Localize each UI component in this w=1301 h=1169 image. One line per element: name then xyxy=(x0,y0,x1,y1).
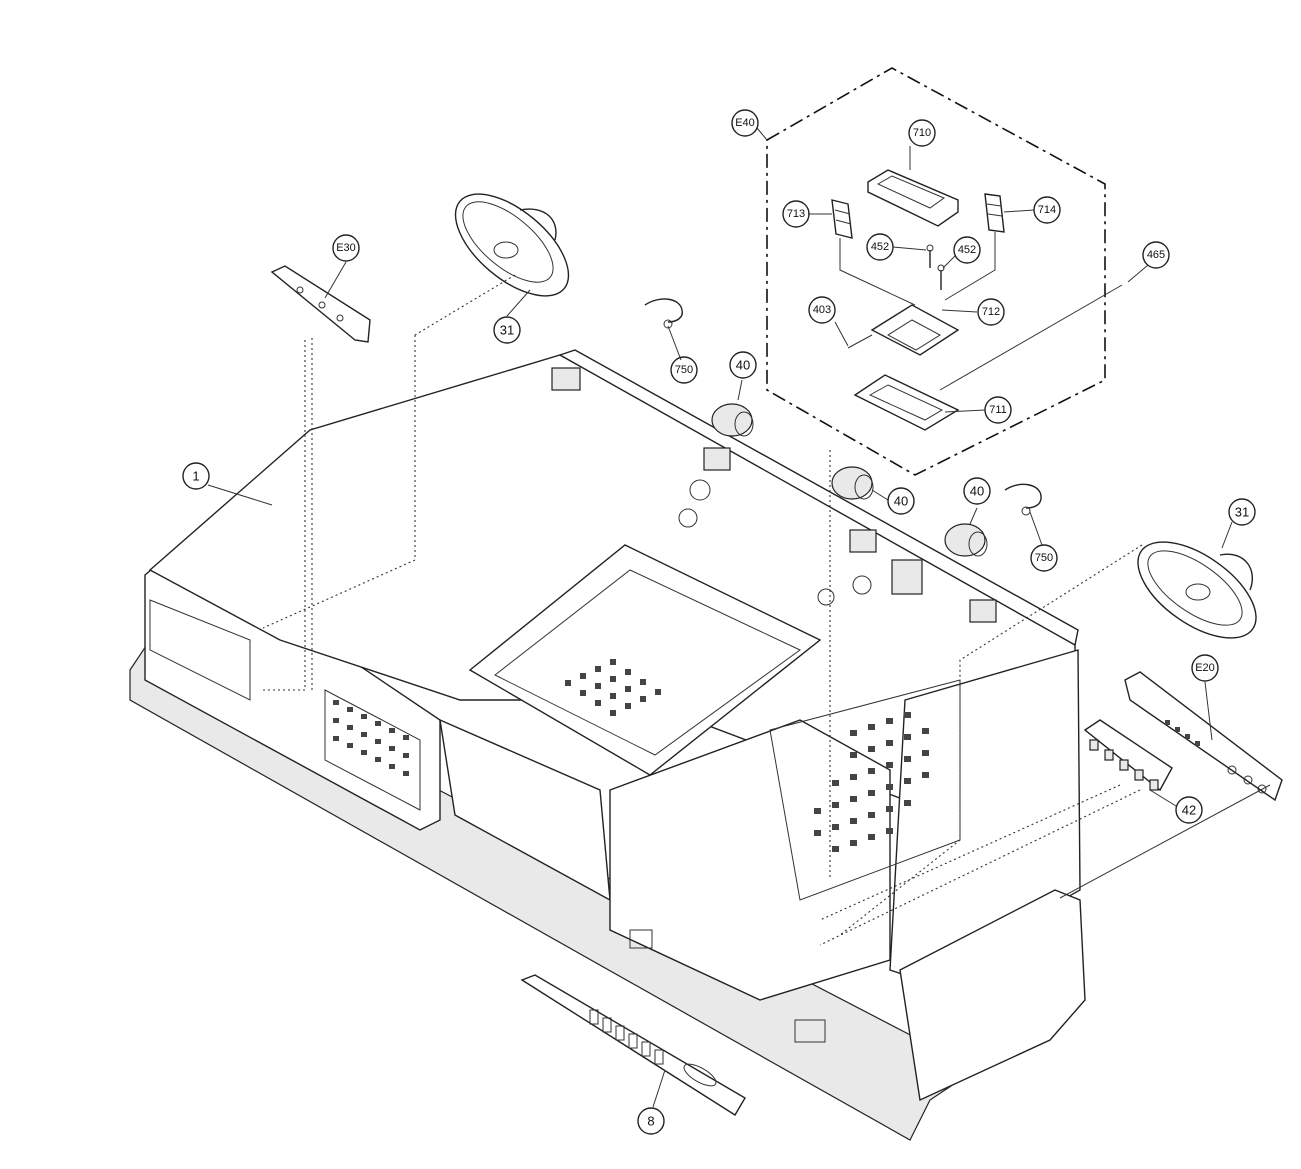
callout-31-left: 31 xyxy=(493,316,521,344)
callout-31-right: 31 xyxy=(1228,498,1256,526)
callout-label: 40 xyxy=(894,494,908,509)
speaker-right xyxy=(1137,541,1257,639)
callout-710: 710 xyxy=(908,119,936,147)
right-vent-holes xyxy=(814,712,929,852)
callout-42: 42 xyxy=(1175,796,1203,824)
callout-465: 465 xyxy=(1142,241,1170,269)
callout-750-b: 750 xyxy=(1030,544,1058,572)
left-vent-holes xyxy=(333,700,409,776)
callout-711: 711 xyxy=(984,396,1012,424)
callout-label: 8 xyxy=(647,1114,654,1129)
callout-1: 1 xyxy=(182,462,210,490)
projection-lines xyxy=(260,274,1271,946)
knob-40-c xyxy=(944,523,988,557)
callout-712: 712 xyxy=(977,298,1005,326)
callout-403: 403 xyxy=(808,296,836,324)
callout-label: 750 xyxy=(675,364,693,376)
tray-grid-holes xyxy=(565,659,661,716)
callout-452-b: 452 xyxy=(953,236,981,264)
left-vent-grill xyxy=(149,599,421,811)
callout-40-b: 40 xyxy=(887,487,915,515)
callout-E20: E20 xyxy=(1191,654,1219,682)
callout-label: 42 xyxy=(1182,803,1196,818)
callout-label: 710 xyxy=(913,127,931,139)
clip-750-b xyxy=(1004,483,1042,516)
callout-label: 40 xyxy=(736,358,750,373)
callout-label: 711 xyxy=(989,404,1007,416)
front-escutcheon-8 xyxy=(520,974,746,1116)
module-e40 xyxy=(766,67,1123,476)
callout-label: E40 xyxy=(735,117,755,129)
callout-40-c: 40 xyxy=(963,477,991,505)
callout-40-a: 40 xyxy=(729,351,757,379)
callout-label: 31 xyxy=(500,323,514,338)
callout-label: 452 xyxy=(958,244,976,256)
callout-label: 40 xyxy=(970,484,984,499)
leader-lines xyxy=(207,127,1233,1108)
callout-label: E30 xyxy=(336,242,356,254)
callout-E40: E40 xyxy=(731,109,759,137)
knob-40-a xyxy=(711,403,754,437)
button-assembly-42 xyxy=(1083,719,1173,792)
cabinet-body xyxy=(129,349,1086,1141)
bracket-e30 xyxy=(270,265,371,343)
callout-E30: E30 xyxy=(332,234,360,262)
speaker-left xyxy=(454,193,570,297)
callout-label: 31 xyxy=(1235,505,1249,520)
callout-label: 465 xyxy=(1147,249,1165,261)
callout-713: 713 xyxy=(782,200,810,228)
callout-label: 714 xyxy=(1038,204,1056,216)
knob-40-b xyxy=(831,466,874,500)
board-e20 xyxy=(1124,671,1283,802)
callout-label: 750 xyxy=(1035,552,1053,564)
callout-label: 1 xyxy=(192,469,199,484)
callout-label: 712 xyxy=(982,306,1000,318)
clip-750-a xyxy=(644,298,683,329)
callout-714: 714 xyxy=(1033,196,1061,224)
callout-label: E20 xyxy=(1195,662,1215,674)
callout-label: 713 xyxy=(787,208,805,220)
callout-8: 8 xyxy=(637,1107,665,1135)
callout-label: 452 xyxy=(871,241,889,253)
callout-452-a: 452 xyxy=(866,233,894,261)
callout-750-a: 750 xyxy=(670,356,698,384)
callout-label: 403 xyxy=(813,304,831,316)
